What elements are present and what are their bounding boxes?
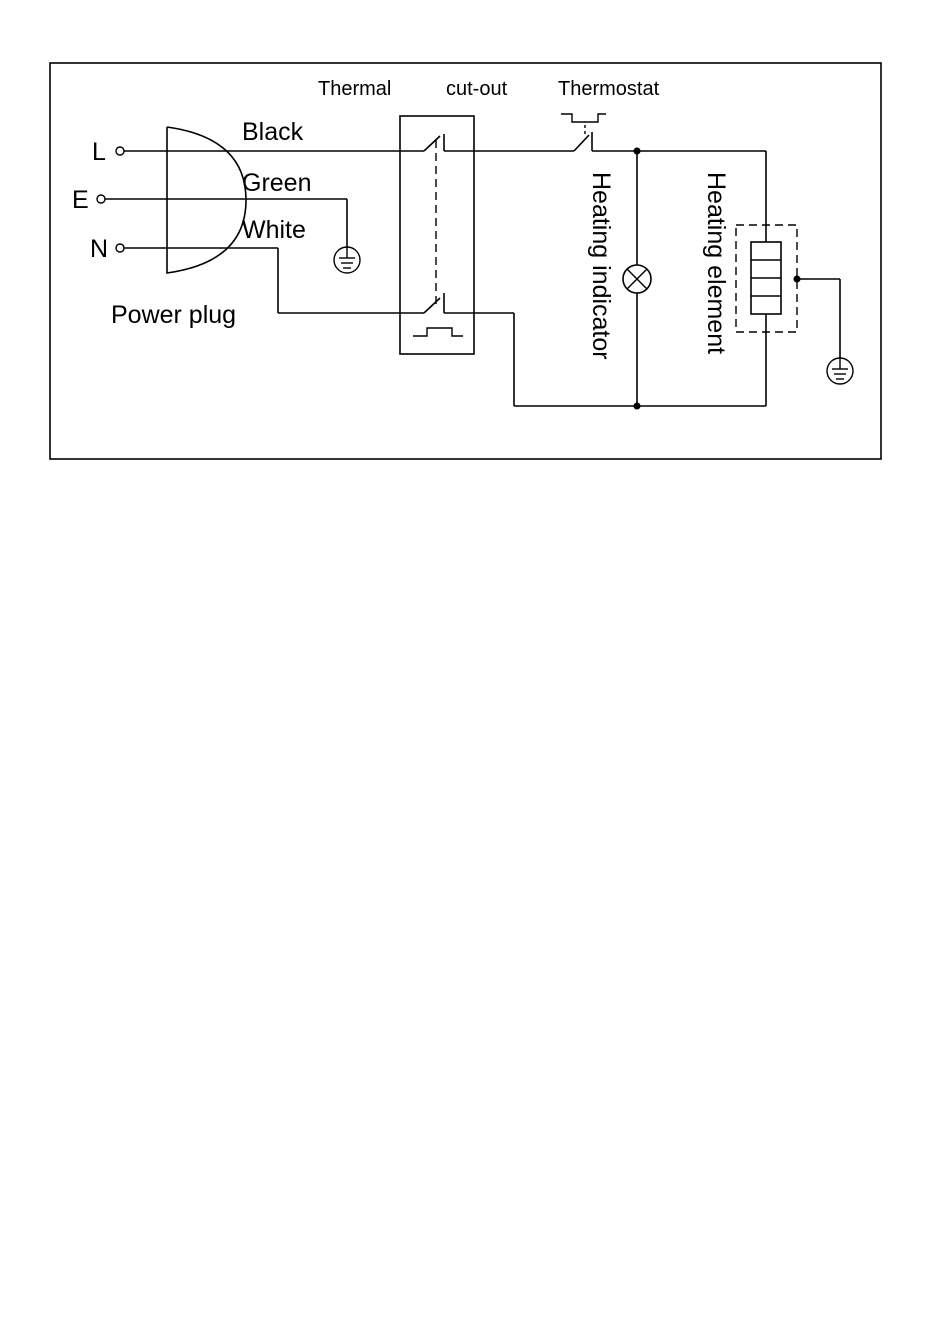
label-thermal: Thermal bbox=[318, 78, 391, 100]
junction-bottom bbox=[634, 403, 641, 410]
terminal-label-e: E bbox=[72, 186, 89, 214]
thermostat-actuator bbox=[561, 114, 606, 122]
cutout-switch-upper-blade bbox=[424, 136, 440, 151]
label-thermostat: Thermostat bbox=[558, 78, 660, 100]
label-heating-indicator: Heating indicator bbox=[587, 172, 615, 360]
thermostat-switch-blade bbox=[574, 135, 589, 151]
terminal-label-n: N bbox=[90, 235, 108, 263]
thermal-cutout-actuator bbox=[413, 328, 463, 336]
terminal-n bbox=[116, 244, 124, 252]
terminal-l bbox=[116, 147, 124, 155]
power-plug-label: Power plug bbox=[111, 301, 236, 329]
wire-label-green: Green bbox=[242, 169, 311, 197]
wire-label-black: Black bbox=[242, 118, 304, 146]
terminal-e bbox=[97, 195, 105, 203]
power-plug-body bbox=[167, 127, 246, 273]
junction-top bbox=[634, 148, 641, 155]
terminal-label-l: L bbox=[92, 138, 106, 166]
wire-label-white: White bbox=[242, 216, 306, 244]
label-heating-element: Heating element bbox=[702, 172, 730, 354]
label-cut-out: cut-out bbox=[446, 78, 508, 100]
cutout-switch-lower-blade bbox=[424, 298, 440, 313]
